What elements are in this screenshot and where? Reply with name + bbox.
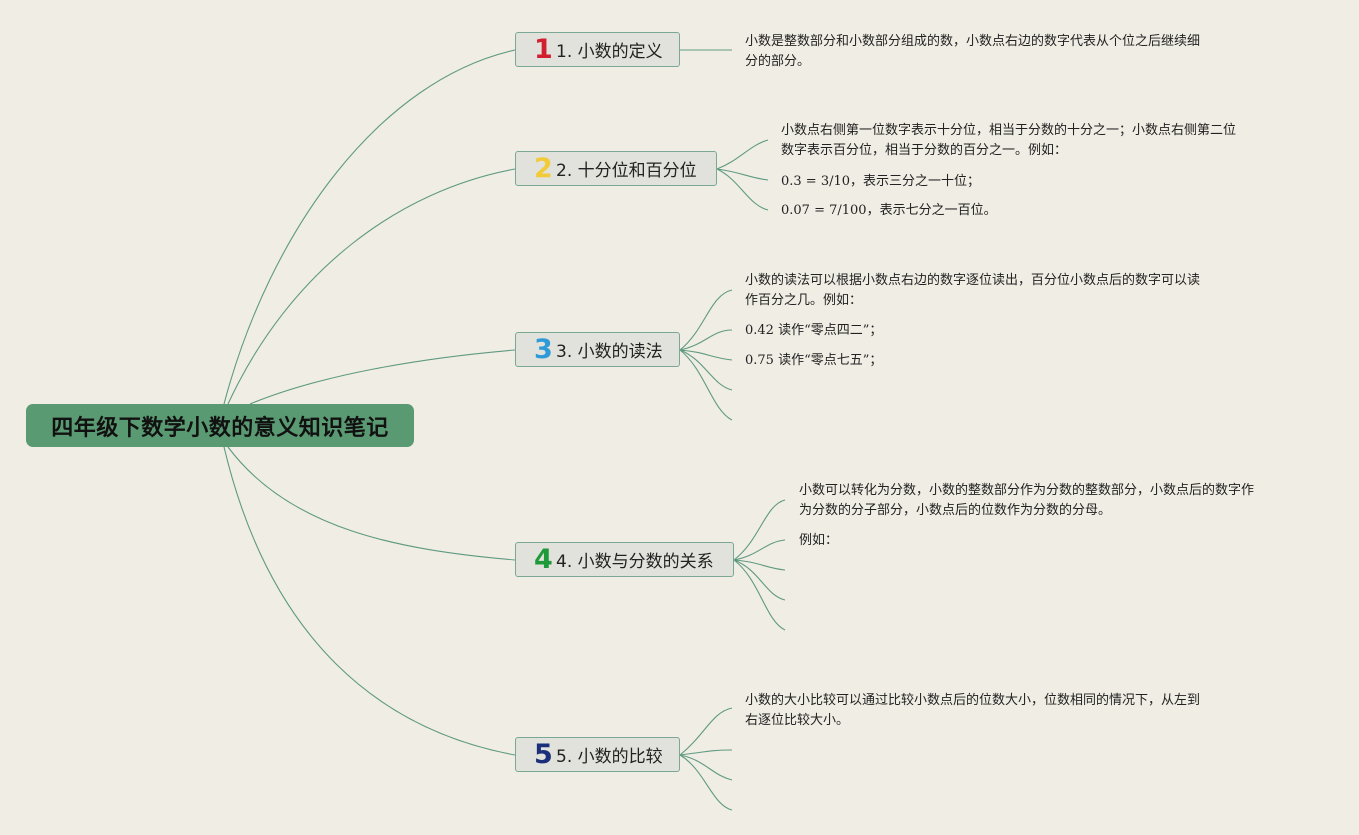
note-line: 小数的读法可以根据小数点右边的数字逐位读出，百分位小数点后的数字可以读 — [745, 273, 1201, 288]
note-line: 小数可以转化为分数，小数的整数部分作为分数的整数部分，小数点后的数字作 — [799, 483, 1255, 498]
number-5-icon: 5 — [534, 739, 553, 770]
number-4-icon: 4 — [534, 544, 553, 575]
note-line: 为分数的分子部分，小数点后的位数作为分数的分母。 — [799, 503, 1112, 518]
branch-3-topic[interactable]: 3 3. 小数的读法 — [515, 332, 680, 367]
connector-root-branch-2 — [227, 168, 516, 405]
branch-2-example-2[interactable]: 0.07 = 7/100，表示七分之一百位。 — [781, 203, 997, 218]
connector-branch-3-leaves — [679, 289, 733, 421]
branch-3-example-1[interactable]: 0.42 读作“零点四二”； — [745, 323, 883, 338]
connector-branch-4-leaves — [733, 499, 786, 631]
connector-root-branch-1 — [223, 49, 516, 405]
branch-5-note[interactable]: 小数的大小比较可以通过比较小数点后的位数大小，位数相同的情况下，从左到 右逐位比… — [745, 691, 1200, 731]
branch-2-note[interactable]: 小数点右侧第一位数字表示十分位，相当于分数的十分之一；小数点右侧第二位 数字表示… — [781, 121, 1236, 161]
branch-label: 5. 小数的比较 — [556, 747, 663, 767]
branch-1-note[interactable]: 小数是整数部分和小数部分组成的数，小数点右边的数字代表从个位之后继续细 分的部分… — [745, 32, 1200, 72]
branch-label: 3. 小数的读法 — [556, 342, 663, 362]
connector-root-branch-5 — [223, 446, 516, 756]
note-line: 分的部分。 — [745, 54, 811, 69]
branch-3-note[interactable]: 小数的读法可以根据小数点右边的数字逐位读出，百分位小数点后的数字可以读 作百分之… — [745, 271, 1200, 311]
connector-branch-5-leaves — [679, 707, 733, 811]
number-3-icon: 3 — [534, 334, 553, 365]
branch-label: 2. 十分位和百分位 — [556, 161, 697, 181]
note-line: 小数是整数部分和小数部分组成的数，小数点右边的数字代表从个位之后继续细 — [745, 34, 1201, 49]
branch-2-example-1[interactable]: 0.3 = 3/10，表示三分之一十位； — [781, 174, 981, 189]
branch-2-topic[interactable]: 2 2. 十分位和百分位 — [515, 151, 717, 186]
branch-3-example-2[interactable]: 0.75 读作“零点七五”； — [745, 353, 883, 368]
note-line: 小数点右侧第一位数字表示十分位，相当于分数的十分之一；小数点右侧第二位 — [781, 123, 1237, 138]
branch-1-topic[interactable]: 1 1. 小数的定义 — [515, 32, 680, 67]
note-line: 小数的大小比较可以通过比较小数点后的位数大小，位数相同的情况下，从左到 — [745, 693, 1201, 708]
branch-4-note[interactable]: 小数可以转化为分数，小数的整数部分作为分数的整数部分，小数点后的数字作 为分数的… — [799, 481, 1254, 521]
connector-root-branch-4 — [227, 446, 516, 561]
branch-5-topic[interactable]: 5 5. 小数的比较 — [515, 737, 680, 772]
number-2-icon: 2 — [534, 153, 553, 184]
root-topic-title: 四年级下数学小数的意义知识笔记 — [51, 415, 389, 441]
root-topic[interactable]: 四年级下数学小数的意义知识笔记 — [26, 404, 414, 447]
branch-label: 4. 小数与分数的关系 — [556, 552, 714, 572]
branch-4-topic[interactable]: 4 4. 小数与分数的关系 — [515, 542, 734, 577]
branch-label: 1. 小数的定义 — [556, 42, 663, 62]
note-line: 右逐位比较大小。 — [745, 713, 850, 728]
note-line: 作百分之几。例如： — [745, 293, 863, 308]
number-1-icon: 1 — [534, 34, 553, 65]
connector-branch-2-leaves — [716, 139, 769, 211]
branch-4-example-label[interactable]: 例如： — [799, 533, 839, 548]
note-line: 数字表示百分位，相当于分数的百分之一。例如： — [781, 143, 1068, 158]
connector-root-branch-3 — [249, 349, 516, 405]
